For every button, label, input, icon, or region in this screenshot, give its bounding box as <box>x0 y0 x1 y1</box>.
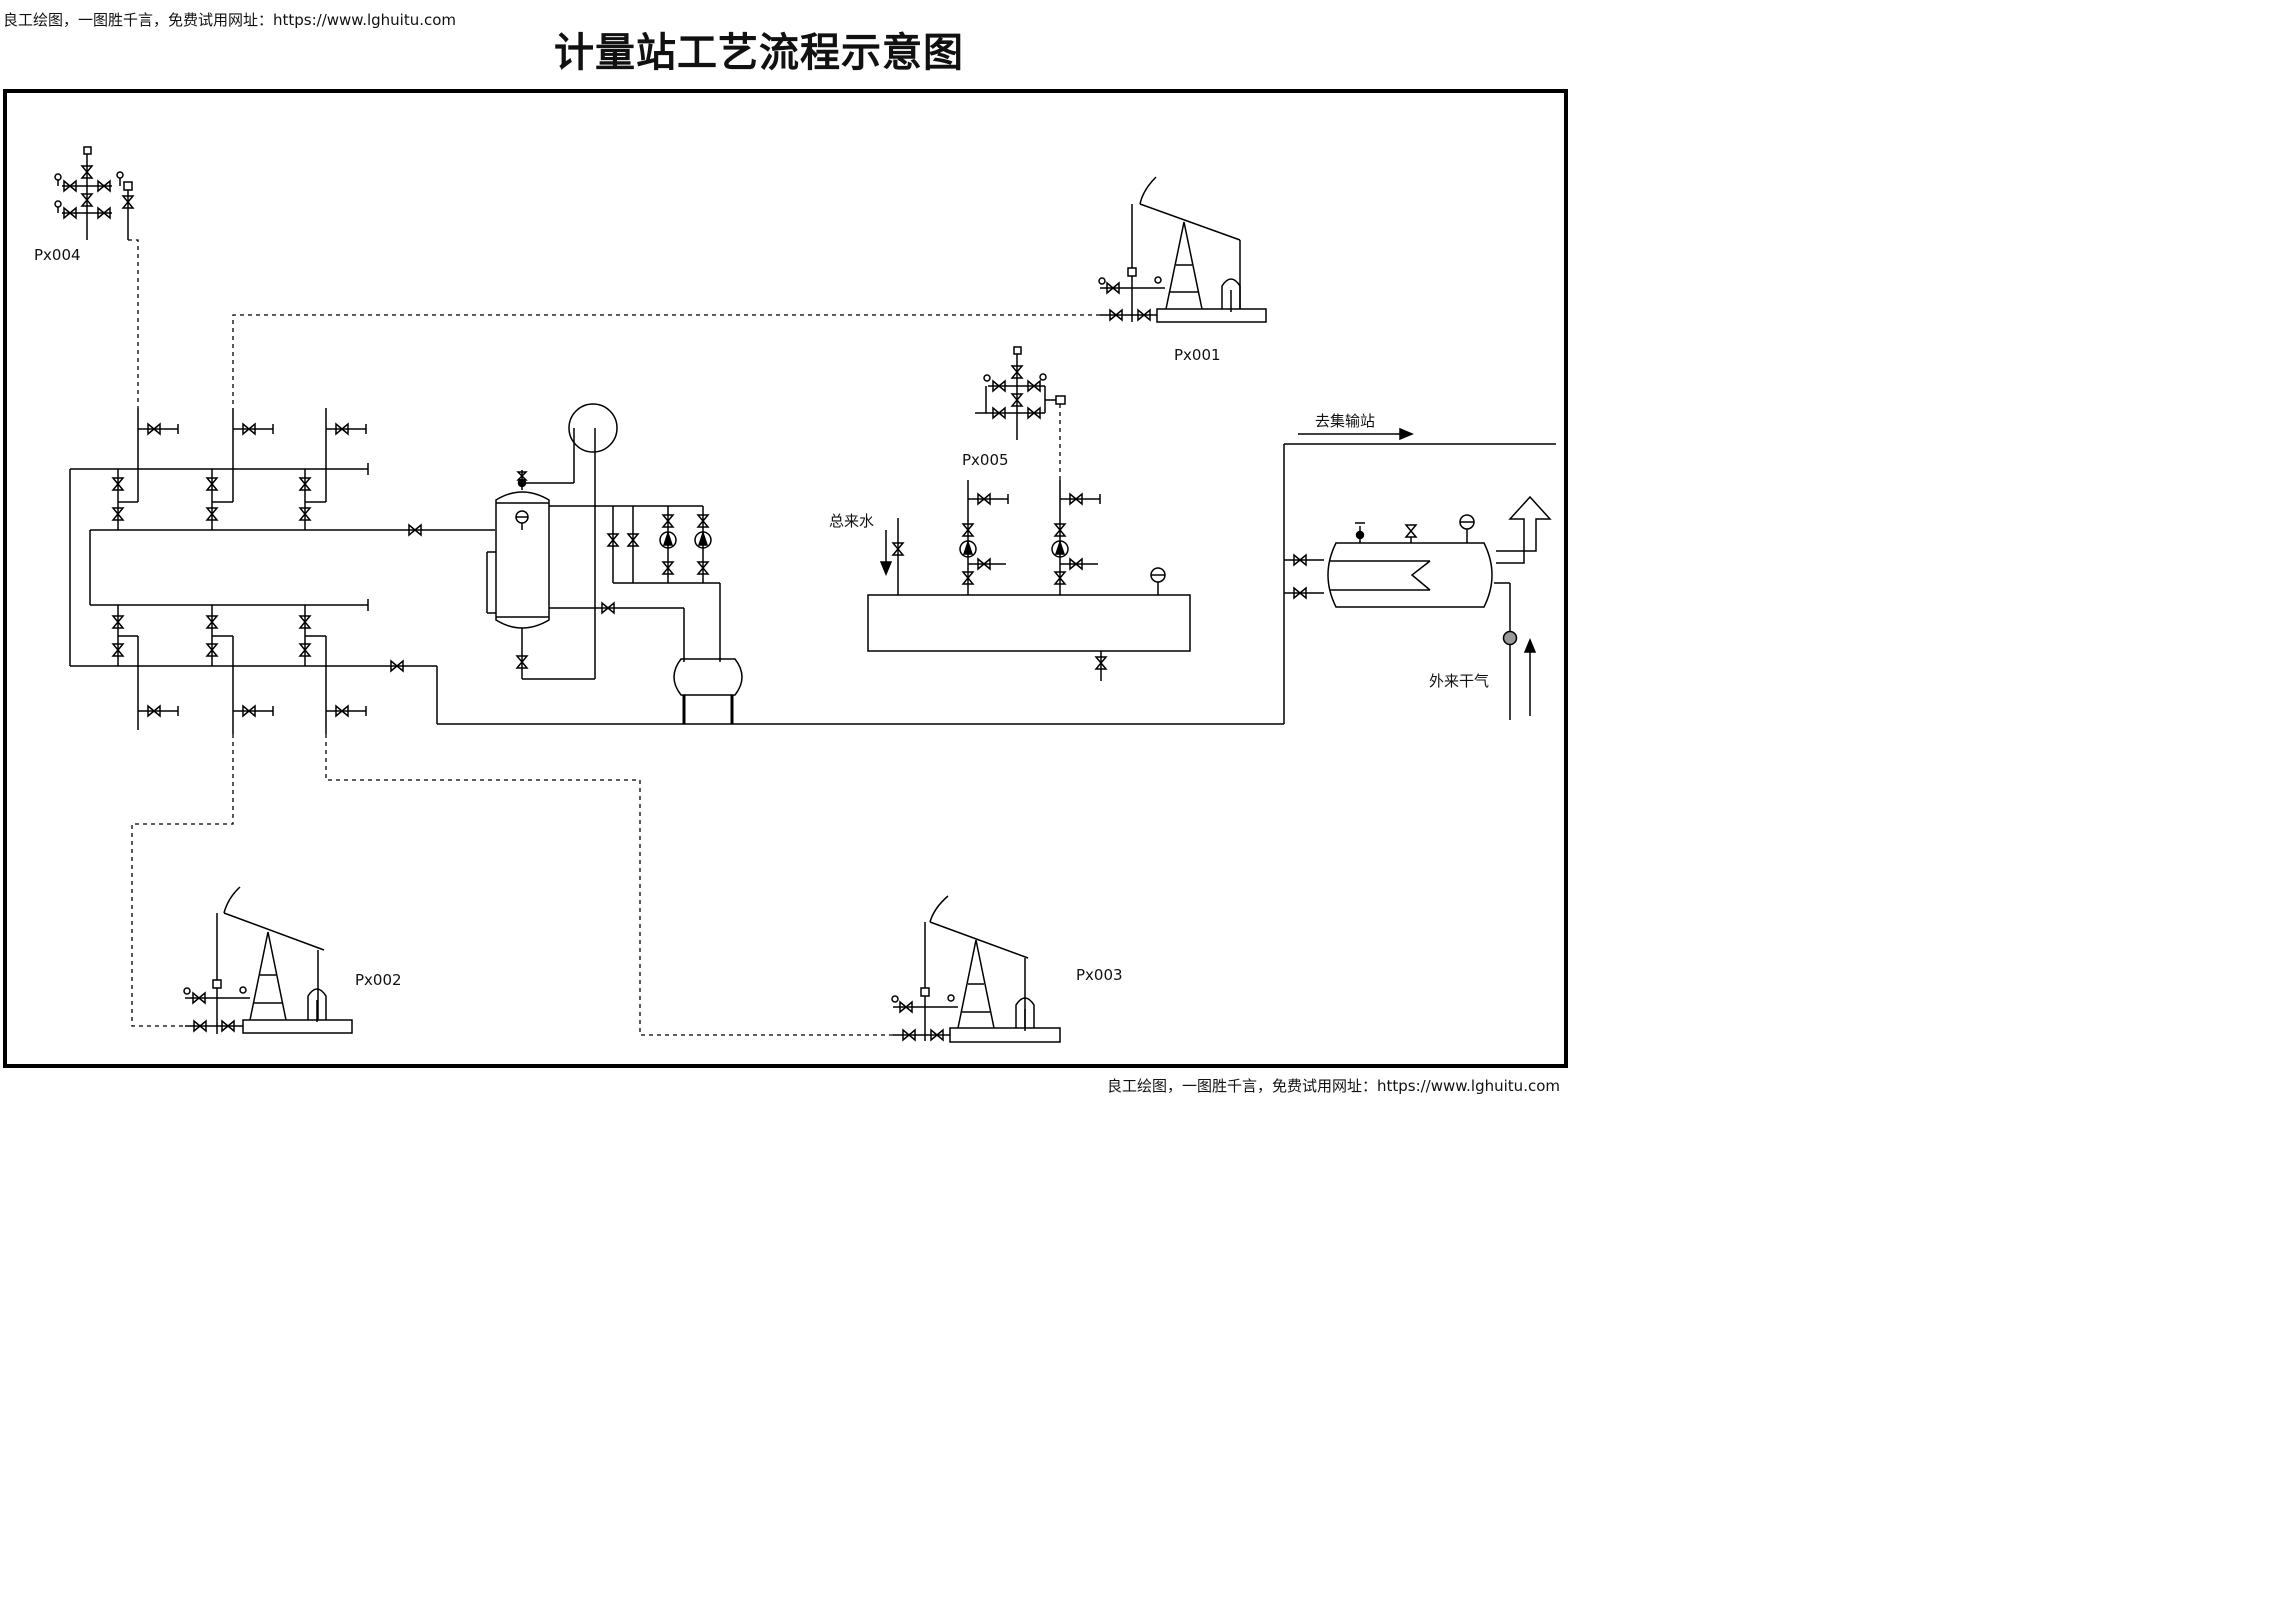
watermark-bottom: 良工绘图，一图胜千言，免费试用网址：https://www.lghuitu.co… <box>1106 1077 1560 1095</box>
heating-furnace <box>1284 495 1552 720</box>
dashed-flowlines <box>128 239 1100 1036</box>
main-export-line <box>437 427 1556 725</box>
label-px005: Px005 <box>962 451 1009 469</box>
water-injection-station <box>867 480 1191 681</box>
horizontal-drum <box>673 658 743 724</box>
label-water-inlet: 总来水 <box>829 512 874 530</box>
pump-jack-px002 <box>183 886 353 1034</box>
label-px004: Px004 <box>34 246 81 264</box>
label-gas-inlet: 外来干气 <box>1429 672 1489 690</box>
diagram-title: 计量站工艺流程示意图 <box>554 30 964 76</box>
gas-drum <box>568 403 618 679</box>
label-px002: Px002 <box>355 971 402 989</box>
process-flow-diagram: Px004 Px001 Px002 Px003 Px005 去集输站 总来水 外… <box>3 89 1568 1068</box>
label-to-gathering-station: 去集输站 <box>1315 412 1375 430</box>
metering-separator <box>486 448 703 680</box>
manifold <box>69 408 495 734</box>
watermark-top: 良工绘图，一图胜千言，免费试用网址：https://www.lghuitu.co… <box>3 11 457 29</box>
label-px001: Px001 <box>1174 346 1221 364</box>
wellhead-px004 <box>54 146 135 240</box>
pump-bank <box>606 506 721 662</box>
diagram-frame <box>3 89 1568 1068</box>
label-px003: Px003 <box>1076 966 1123 984</box>
pump-jack-px003 <box>891 895 1061 1043</box>
pump-jack-px001 <box>1098 176 1267 323</box>
wellhead-px005 <box>975 346 1066 440</box>
